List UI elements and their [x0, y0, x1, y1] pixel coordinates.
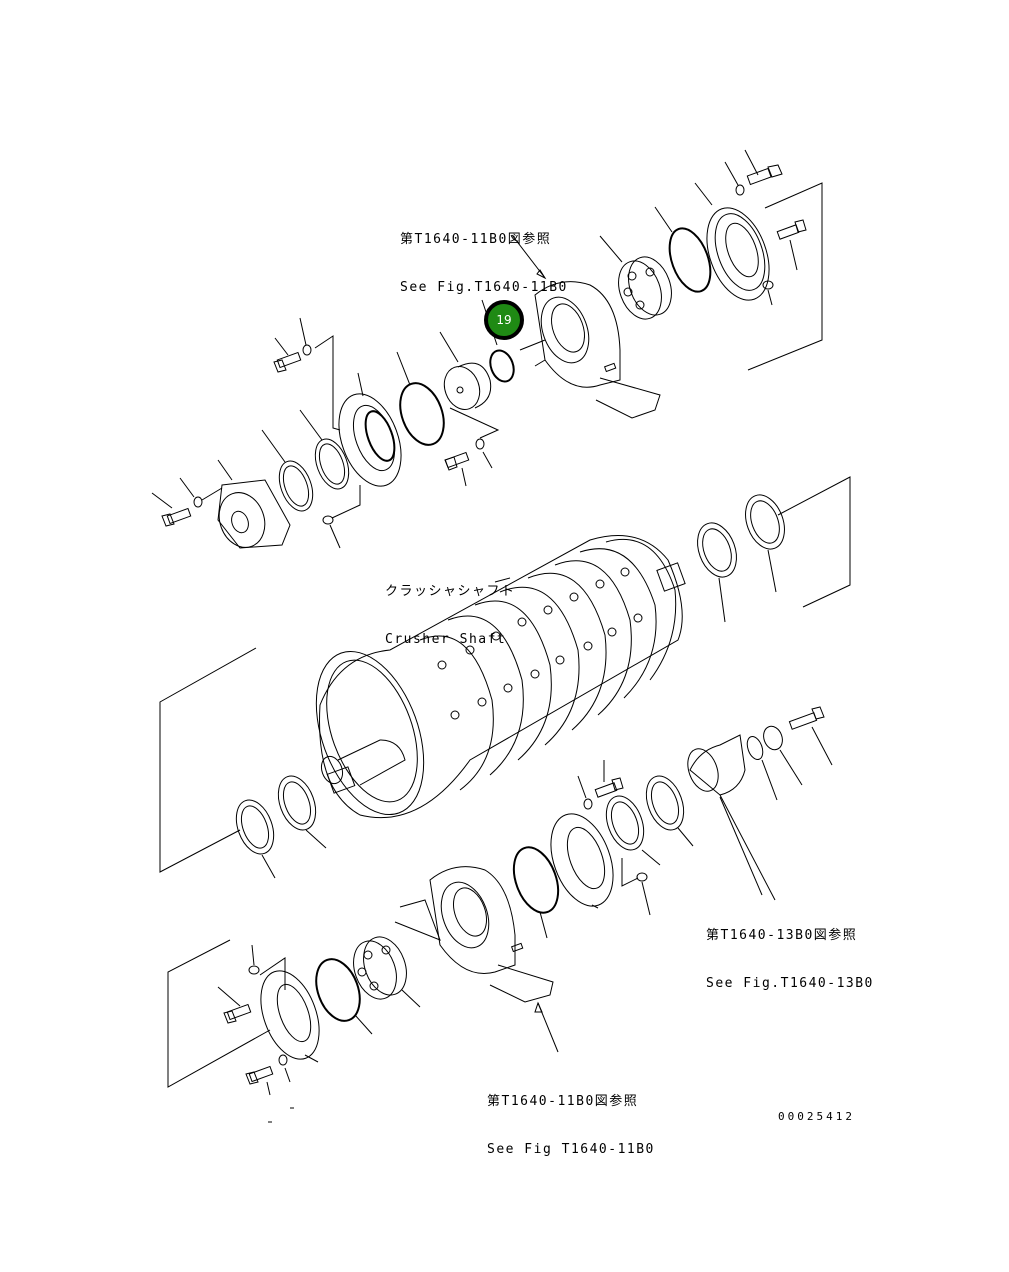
top-washer-icon — [724, 161, 745, 196]
reference-top-jp: 第T1640-11B0図参照 — [400, 232, 552, 247]
top-bolt-icon — [744, 149, 783, 186]
callout-number: 19 — [496, 313, 512, 327]
bottom-left-bracket-lines — [167, 939, 286, 1088]
right-seal-ring-1-icon — [697, 522, 737, 623]
right-seal-3-icon — [605, 795, 661, 866]
bottom-bearing-icon — [353, 936, 421, 1008]
bottom-o-ring-icon — [512, 846, 560, 939]
coupling-block-icon — [439, 331, 500, 439]
reference-label-bottom: 第T1640-11B0図参照 See Fig T1640-11B0 — [487, 1062, 655, 1174]
right-seal-ring-2-icon — [745, 494, 785, 593]
top-left-bracket-lines — [314, 335, 341, 431]
crusher-shaft-label: クラッシャシャフト Crusher Shaft — [385, 552, 516, 664]
reference-label-right: 第T1640-13B0図参照 See Fig.T1640-13B0 — [706, 896, 874, 1008]
small-ring-right-icon — [746, 735, 778, 801]
top-grease-nipple-icon — [762, 280, 774, 306]
grease-nipple-left-icon — [322, 485, 361, 549]
seal-ring-2-icon — [261, 429, 314, 512]
bottom-bolt-1-icon — [217, 986, 252, 1024]
right-mid-washer-icon — [577, 775, 593, 810]
top-flange-cover-icon — [694, 182, 770, 301]
lower-right-washer-icon — [475, 438, 493, 469]
reference-top-en: See Fig.T1640-11B0 — [400, 280, 568, 295]
bottom-flange-cover-icon — [260, 970, 320, 1063]
right-grease-nipple-icon — [621, 858, 651, 916]
document-id: 00025412 — [778, 1110, 855, 1123]
left-o-ring-icon — [396, 351, 445, 446]
end-cap-housing-icon — [217, 459, 291, 549]
left-seal-ring-2-icon — [277, 775, 327, 849]
bottom-bolt-2-icon — [245, 1065, 274, 1096]
crusher-shaft-icon — [315, 535, 686, 819]
end-plate-right-icon — [763, 725, 803, 786]
upper-left-bolt-icon — [273, 337, 302, 373]
bottom-washer-icon — [278, 1054, 291, 1083]
left-shaft-bracket-lines — [159, 647, 257, 873]
end-cap-bolt-icon — [151, 492, 192, 527]
top-pillow-block-housing-icon — [519, 281, 661, 419]
right-mid-bolt-icon — [594, 760, 624, 798]
right-ref-leader — [719, 796, 763, 896]
bottom-pillow-block-housing-icon — [394, 866, 554, 1003]
reference-bottom-en: See Fig T1640-11B0 — [487, 1142, 655, 1157]
coupling-housing-icon — [687, 734, 776, 901]
top-o-ring-icon — [654, 206, 712, 293]
right-seal-4-icon — [645, 775, 694, 847]
bottom-o-ring-2-icon — [315, 958, 373, 1035]
crusher-shaft-title-jp: クラッシャシャフト — [385, 584, 516, 599]
upper-left-washer-icon — [299, 317, 312, 356]
reference-right-jp: 第T1640-13B0図参照 — [706, 928, 858, 943]
end-plate-bolt-icon — [788, 706, 833, 766]
reference-right-en: See Fig.T1640-13B0 — [706, 976, 874, 991]
top-right-bracket-lines — [747, 182, 823, 371]
bottom-ref-leader — [534, 1001, 559, 1053]
reference-bottom-jp: 第T1640-11B0図参照 — [487, 1094, 639, 1109]
lower-right-bolt-icon — [444, 451, 470, 487]
crusher-shaft-title-en: Crusher Shaft — [385, 632, 507, 647]
end-cap-washer-icon — [179, 477, 223, 508]
bearing-cap-flange-icon — [550, 813, 614, 909]
top-side-bolt-icon — [776, 219, 807, 271]
top-bearing-icon — [599, 235, 672, 320]
right-bracket-lines — [777, 476, 851, 608]
bottom-grease-nipple-icon — [248, 944, 260, 975]
top-ref-leader — [511, 234, 547, 280]
reference-label-top: 第T1640-11B0図参照 See Fig.T1640-11B0 — [400, 200, 568, 312]
callout-badge-19[interactable]: 19 — [484, 300, 524, 340]
left-flange-cover-icon — [338, 372, 402, 487]
left-seal-ring-1-icon — [235, 799, 276, 879]
shaft-label-leader — [494, 577, 511, 583]
seal-ring-1-icon — [299, 409, 350, 490]
